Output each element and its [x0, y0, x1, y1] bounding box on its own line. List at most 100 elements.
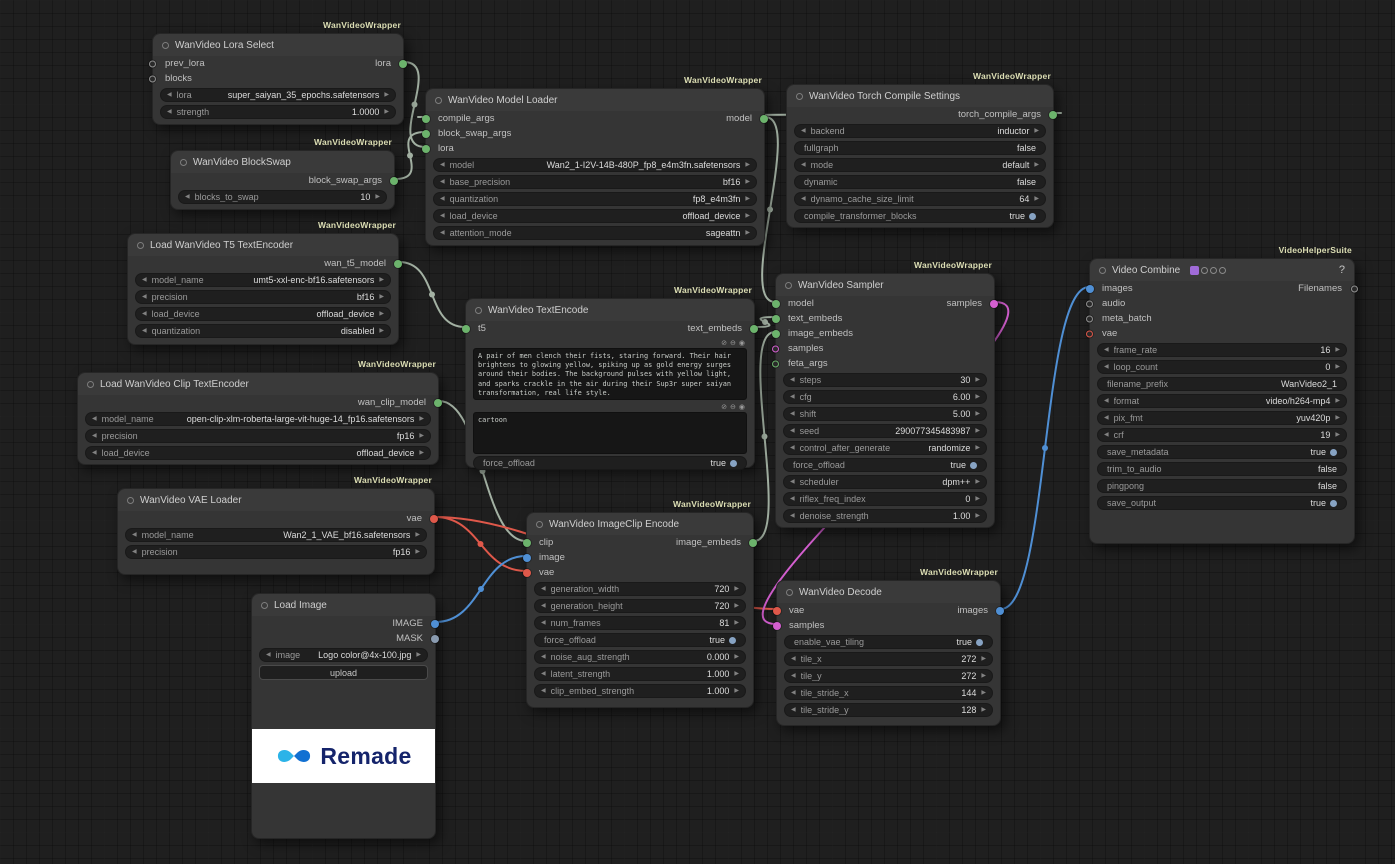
decrement-arrow[interactable]: ◀: [790, 513, 795, 519]
decrement-arrow[interactable]: ◀: [142, 311, 147, 317]
toggle-dot[interactable]: [729, 636, 736, 644]
collapse-icon[interactable]: [1099, 266, 1106, 274]
images-input-port[interactable]: [1086, 284, 1094, 293]
increment-arrow[interactable]: ▶: [975, 496, 980, 502]
decrement-arrow[interactable]: ◀: [790, 411, 795, 417]
increment-arrow[interactable]: ▶: [981, 656, 986, 662]
lora-output-port[interactable]: [399, 59, 407, 68]
t5-input-port[interactable]: [462, 324, 470, 333]
increment-arrow[interactable]: ▶: [745, 196, 750, 202]
increment-arrow[interactable]: ▶: [745, 162, 750, 168]
toggle-dot[interactable]: [976, 638, 983, 646]
increment-arrow[interactable]: ▶: [975, 445, 980, 451]
block_swap_args-input-port[interactable]: [422, 129, 430, 138]
feta_args-input-port[interactable]: [772, 360, 779, 367]
collapse-icon[interactable]: [162, 41, 169, 49]
increment-arrow[interactable]: ▶: [745, 213, 750, 219]
decrement-arrow[interactable]: ◀: [790, 428, 795, 434]
model-output-port[interactable]: [760, 114, 768, 123]
increment-arrow[interactable]: ▶: [384, 109, 389, 115]
increment-arrow[interactable]: ▶: [975, 513, 980, 519]
toggle-dot[interactable]: [730, 459, 737, 467]
decrement-arrow[interactable]: ◀: [92, 433, 97, 439]
samples-output-port[interactable]: [990, 299, 998, 308]
increment-arrow[interactable]: ▶: [734, 586, 739, 592]
node-header[interactable]: Load WanVideo T5 TextEncoder: [128, 234, 398, 256]
increment-arrow[interactable]: ▶: [379, 294, 384, 300]
node-header[interactable]: Load WanVideo Clip TextEncoder: [78, 373, 438, 395]
collapse-icon[interactable]: [127, 496, 134, 504]
increment-arrow[interactable]: ▶: [416, 652, 421, 658]
vae-input-port[interactable]: [523, 568, 531, 577]
increment-arrow[interactable]: ▶: [1034, 128, 1039, 134]
node-header[interactable]: WanVideo BlockSwap: [171, 151, 394, 173]
increment-arrow[interactable]: ▶: [1034, 196, 1039, 202]
increment-arrow[interactable]: ▶: [975, 428, 980, 434]
increment-arrow[interactable]: ▶: [415, 532, 420, 538]
increment-arrow[interactable]: ▶: [975, 377, 980, 383]
text_embeds-input-port[interactable]: [772, 314, 780, 323]
collapse-icon[interactable]: [137, 241, 144, 249]
torch_compile_args-output-port[interactable]: [1049, 110, 1057, 119]
node-header[interactable]: Video Combine?: [1090, 259, 1354, 281]
wan_clip_model-output-port[interactable]: [434, 398, 442, 407]
decrement-arrow[interactable]: ◀: [791, 707, 796, 713]
decrement-arrow[interactable]: ◀: [1104, 398, 1109, 404]
vae-input-port[interactable]: [773, 606, 781, 615]
node-header[interactable]: WanVideo Decode: [777, 581, 1000, 603]
increment-arrow[interactable]: ▶: [419, 416, 424, 422]
decrement-arrow[interactable]: ◀: [541, 620, 546, 626]
decrement-arrow[interactable]: ◀: [142, 328, 147, 334]
hide-icon[interactable]: ⊘: [721, 404, 728, 411]
increment-arrow[interactable]: ▶: [375, 194, 380, 200]
collapse-icon[interactable]: [475, 306, 482, 314]
Filenames-output-port[interactable]: [1351, 285, 1358, 292]
increment-arrow[interactable]: ▶: [734, 688, 739, 694]
samples-input-port[interactable]: [773, 621, 781, 630]
increment-arrow[interactable]: ▶: [379, 277, 384, 283]
compile_args-input-port[interactable]: [422, 114, 430, 123]
decrement-arrow[interactable]: ◀: [142, 294, 147, 300]
prev_lora-input-port[interactable]: [149, 60, 156, 67]
collapse-icon[interactable]: [796, 92, 803, 100]
decrement-arrow[interactable]: ◀: [791, 656, 796, 662]
decrement-arrow[interactable]: ◀: [440, 213, 445, 219]
increment-arrow[interactable]: ▶: [745, 179, 750, 185]
decrement-arrow[interactable]: ◀: [790, 394, 795, 400]
decrement-arrow[interactable]: ◀: [440, 162, 445, 168]
images-output-port[interactable]: [996, 606, 1004, 615]
decrement-arrow[interactable]: ◀: [132, 532, 137, 538]
node-header[interactable]: WanVideo TextEncode: [466, 299, 754, 321]
increment-arrow[interactable]: ▶: [419, 450, 424, 456]
image_embeds-input-port[interactable]: [772, 329, 780, 338]
decrement-arrow[interactable]: ◀: [1104, 347, 1109, 353]
